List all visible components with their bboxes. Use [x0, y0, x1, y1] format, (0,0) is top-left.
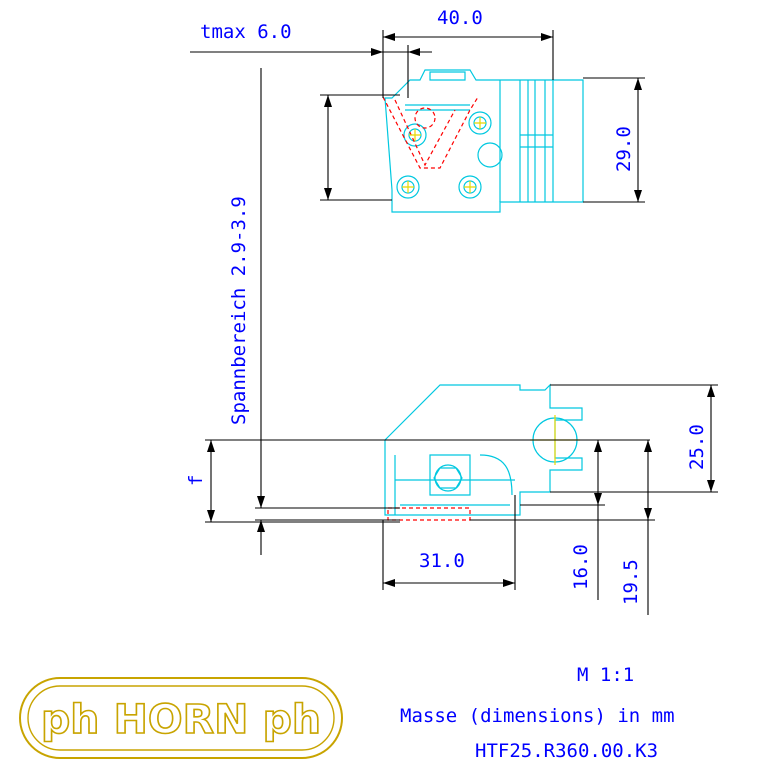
part-number-label: HTF25.R360.00.K3	[475, 740, 658, 762]
height-29-label: 29.0	[613, 126, 635, 172]
tmax-label: tmax 6.0	[200, 21, 292, 43]
height-19-label: 19.5	[620, 559, 642, 605]
units-label: Masse (dimensions) in mm	[400, 705, 675, 727]
f-label: f	[185, 475, 207, 486]
top-view-center-marks	[402, 117, 486, 193]
clamping-range-label: Spannbereich 2.9-3.9	[228, 196, 250, 425]
height-16-label: 16.0	[570, 544, 592, 590]
width-31-label: 31.0	[419, 550, 465, 572]
height-25-label: 25.0	[686, 424, 708, 470]
dimension-lines	[190, 30, 718, 615]
side-view-insert	[387, 507, 471, 521]
side-view	[384, 383, 583, 521]
logo-text: ph HORN ph	[41, 697, 321, 743]
info-block: M 1:1 Masse (dimensions) in mm HTF25.R36…	[400, 664, 675, 762]
width-40-label: 40.0	[437, 7, 483, 29]
side-view-body	[384, 383, 583, 516]
horn-logo: ph HORN ph	[19, 677, 343, 759]
scale-label: M 1:1	[577, 664, 634, 686]
top-view-insert	[382, 96, 479, 169]
dimension-texts: tmax 6.0 40.0 29.0 Spannbereich 2.9-3.9 …	[185, 7, 708, 605]
top-view	[382, 69, 584, 213]
